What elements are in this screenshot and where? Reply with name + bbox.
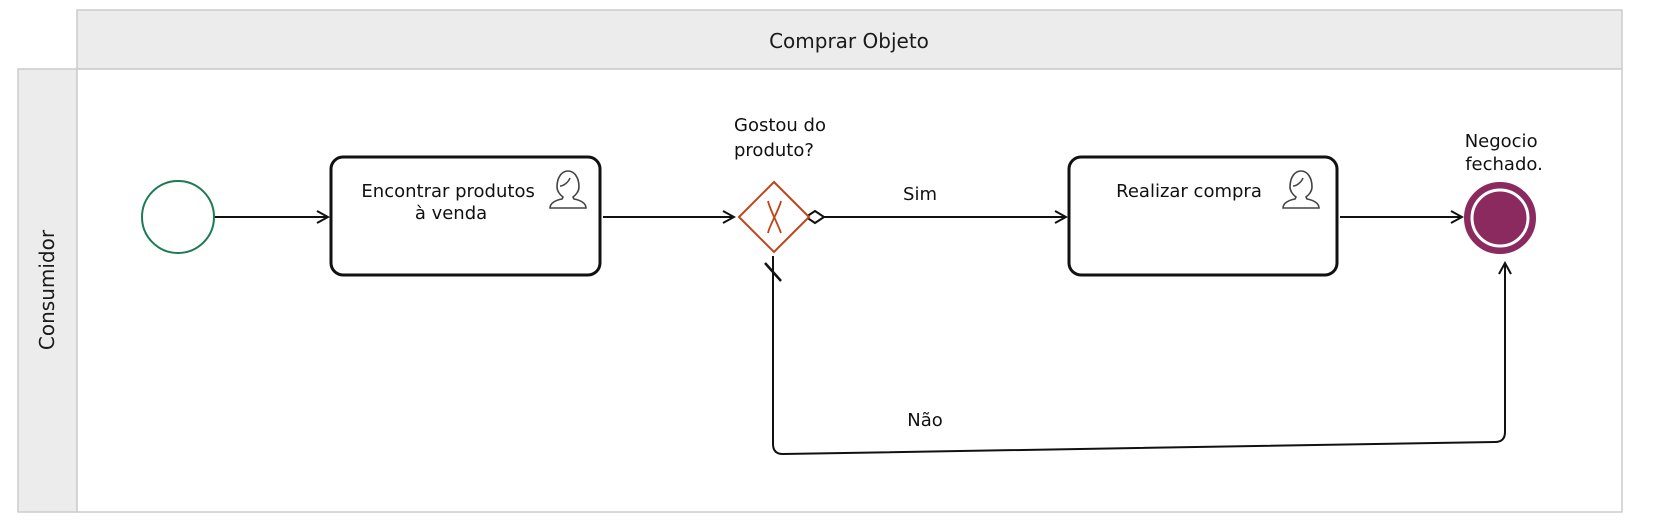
gateway-label: Gostou do produto? — [734, 115, 832, 161]
flow-label-yes: Sim — [903, 184, 937, 205]
end-event[interactable]: Negocio fechado. — [1464, 131, 1544, 254]
flow-label-no: Não — [907, 410, 943, 431]
pool-header — [76, 9, 1623, 70]
default-flow-marker — [764, 262, 782, 282]
end-event-label: Negocio fechado. — [1465, 131, 1544, 175]
task-label-line: Encontrar produtos — [361, 181, 534, 202]
pool: Comprar Objeto Consumidor — [17, 9, 1623, 513]
user-icon — [1282, 170, 1320, 209]
lane-body — [76, 68, 1623, 513]
pool-title: Comprar Objeto — [769, 29, 929, 53]
user-icon — [549, 170, 587, 209]
end-event-inner — [1470, 188, 1530, 248]
task-box[interactable] — [1067, 155, 1339, 277]
flow-gateway-no-to-end[interactable] — [772, 256, 1505, 456]
task-make-purchase[interactable]: Realizar compra — [1067, 155, 1339, 277]
sequence-flows — [214, 209, 1505, 456]
task-label-line: Realizar compra — [1116, 181, 1262, 202]
gateway-label-line: produto? — [734, 140, 814, 161]
gateway-x-icon — [767, 200, 782, 234]
task-label: Encontrar produtos à venda — [361, 181, 540, 224]
task-find-products[interactable]: Encontrar produtos à venda — [329, 155, 602, 277]
exclusive-gateway[interactable]: Gostou do produto? — [734, 115, 832, 254]
conditional-flow-diamond — [804, 209, 826, 225]
task-box[interactable] — [329, 155, 602, 277]
end-event-label-line: Negocio — [1465, 131, 1538, 152]
task-label: Realizar compra — [1116, 181, 1262, 202]
end-event-label-line: fechado. — [1465, 154, 1543, 175]
lane-header — [17, 68, 78, 513]
gateway-label-line: Gostou do — [734, 115, 826, 136]
task-label-line: à venda — [415, 203, 487, 224]
lane-title: Consumidor — [35, 229, 59, 350]
start-event[interactable] — [141, 180, 215, 254]
